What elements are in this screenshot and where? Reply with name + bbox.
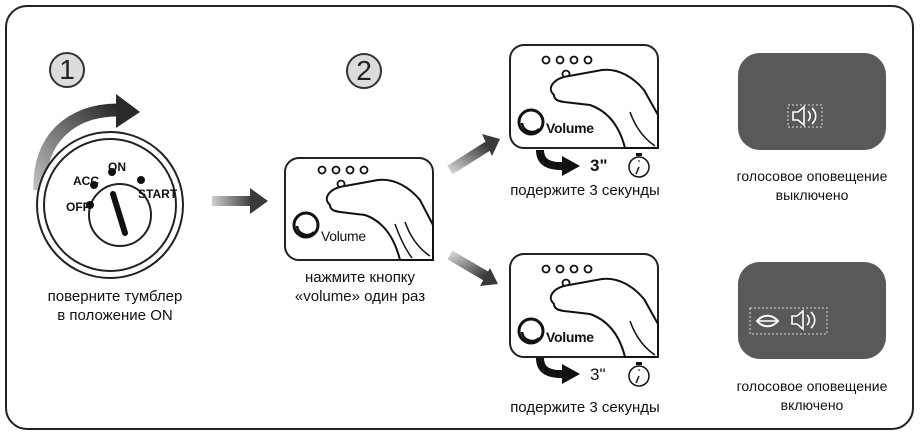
display-screen-off xyxy=(738,53,886,150)
step1-caption: поверните тумблер в положение ON xyxy=(20,287,210,325)
stopwatch-icon xyxy=(628,153,650,178)
hold-seconds: 3" xyxy=(590,156,608,175)
stopwatch-icon xyxy=(628,362,650,387)
rotate-arrow-icon xyxy=(33,94,140,191)
step2-caption: нажмите кнопку «volume» один раз xyxy=(265,268,455,306)
volume-button-label: Volume xyxy=(546,329,594,345)
caption-line: «volume» один раз xyxy=(294,288,426,305)
result-on-caption: голосовое оповещение включено xyxy=(712,377,912,415)
ignition-label-on: ON xyxy=(108,160,126,174)
hold-caption-bottom: подержите 3 секунды xyxy=(510,399,660,416)
diagram-frame xyxy=(5,5,914,430)
display-screen-on xyxy=(738,262,886,359)
ignition-label-start: START xyxy=(138,187,178,201)
volume-button-label: Volume xyxy=(321,228,366,244)
ignition-switch xyxy=(36,131,184,279)
hold-seconds: 3" xyxy=(590,365,606,384)
caption-line: голосовое оповещение xyxy=(736,168,888,184)
caption-line: выключено xyxy=(775,187,849,203)
lips-icon xyxy=(755,314,780,328)
arrow-down-right-icon xyxy=(447,250,498,286)
hold-caption-top: подержите 3 секунды xyxy=(510,182,660,199)
ignition-label-acc: ACC xyxy=(73,174,99,188)
press-panel-step2 xyxy=(284,157,434,261)
caption-line: в положение ON xyxy=(57,307,173,324)
caption-line: нажмите кнопку xyxy=(304,269,416,286)
caption-line: голосовое оповещение xyxy=(736,378,888,394)
arrow-right-icon xyxy=(212,188,268,214)
step-number-1: 1 xyxy=(49,52,85,88)
caption-line: включено xyxy=(780,397,844,413)
result-off-caption: голосовое оповещение выключено xyxy=(712,167,912,205)
arrow-up-right-icon xyxy=(447,134,500,175)
ignition-label-off: OFF xyxy=(66,200,90,214)
speaker-icon xyxy=(791,309,816,331)
hold-arrow-icon xyxy=(536,149,580,176)
step-number-2: 2 xyxy=(346,53,382,89)
lips-speaker-group xyxy=(749,307,828,335)
caption-line: поверните тумблер xyxy=(47,288,183,305)
volume-button-label: Volume xyxy=(546,120,594,136)
press-panel-hold-bottom xyxy=(509,253,659,358)
press-panel-hold-top xyxy=(509,44,659,149)
hold-arrow-icon xyxy=(536,357,580,384)
speaker-icon xyxy=(787,104,823,128)
